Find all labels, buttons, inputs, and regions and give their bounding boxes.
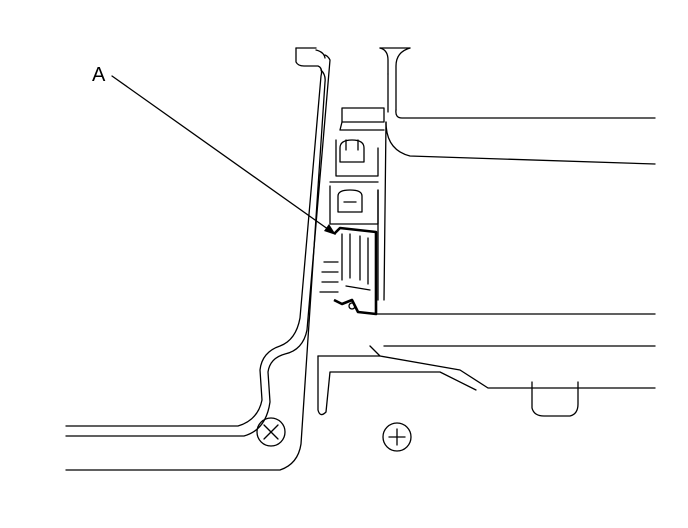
bolt-lower	[337, 189, 363, 213]
tray-tab	[531, 381, 579, 417]
lower-tray	[317, 313, 656, 416]
bolt-upper	[339, 139, 365, 163]
clip	[319, 226, 378, 316]
callout-label-a: A	[92, 64, 106, 86]
callout-arrowhead	[324, 224, 336, 235]
bracket	[329, 107, 385, 225]
callout-a: A	[92, 64, 336, 235]
screw-left	[256, 417, 286, 447]
screw-right	[382, 422, 412, 452]
right-housing	[377, 47, 656, 301]
left-cover-panel	[65, 47, 331, 471]
callout-leader-line	[111, 75, 333, 233]
